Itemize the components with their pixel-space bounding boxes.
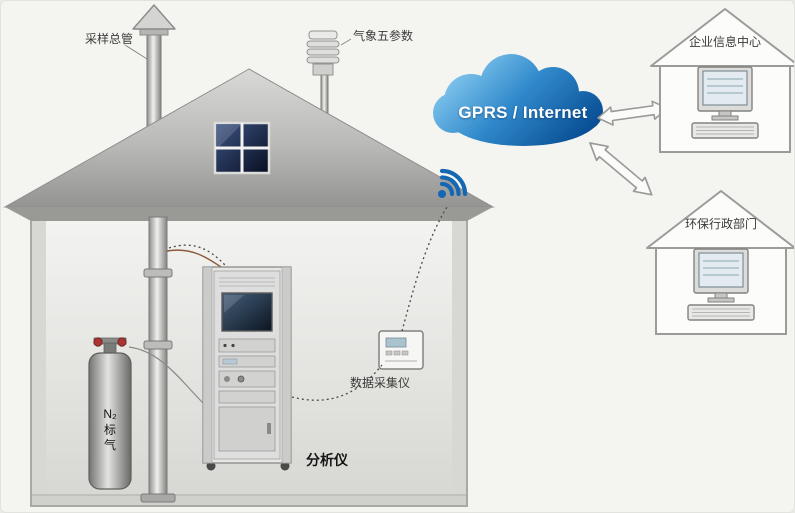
analyzer-label: 分析仪: [306, 452, 348, 468]
analyzer-cabinet-icon: [202, 266, 292, 471]
window-icon: [213, 121, 271, 175]
epa-department-label: 环保行政部门: [684, 217, 757, 231]
gas-cylinder-label-line3: 气: [103, 438, 116, 453]
gas-cylinder-label: N₂ 标 气: [99, 407, 121, 454]
house-floor: [32, 495, 466, 505]
data-logger-icon: [378, 330, 424, 370]
weather-sensor-icon: [306, 30, 340, 122]
sample-tube-lines: [128, 249, 222, 404]
connector-dotted-lines: [168, 206, 448, 401]
cabinet-screen: [221, 292, 273, 332]
roof-eave: [5, 207, 493, 221]
gas-cylinder-label-line1: N₂: [103, 407, 117, 421]
house-wall-left: [32, 219, 46, 505]
sampling-duct-icon: [132, 4, 176, 148]
double-arrow-epa-icon: [583, 135, 659, 203]
wifi-icon: [438, 168, 468, 198]
cloud-icon: [433, 54, 603, 146]
weather-sensor-label: 气象五参数: [353, 29, 414, 43]
gas-cylinder-label-line2: 标: [103, 422, 116, 437]
gas-cylinder-icon: [88, 337, 132, 490]
sampling-duct-label: 采样总管: [85, 32, 134, 46]
house-wall-right: [452, 219, 466, 505]
label-leader-lines: [124, 38, 352, 60]
up-arrow-icon: [132, 4, 176, 30]
data-logger-label: 数据采集仪: [350, 376, 411, 390]
computer-icon-epa: [687, 248, 755, 321]
cloud-label: GPRS / Internet: [458, 103, 588, 122]
double-arrow-enterprise-icon: [595, 98, 670, 128]
enterprise-center-label: 企业信息中心: [688, 35, 761, 49]
computer-icon-enterprise: [691, 66, 759, 139]
